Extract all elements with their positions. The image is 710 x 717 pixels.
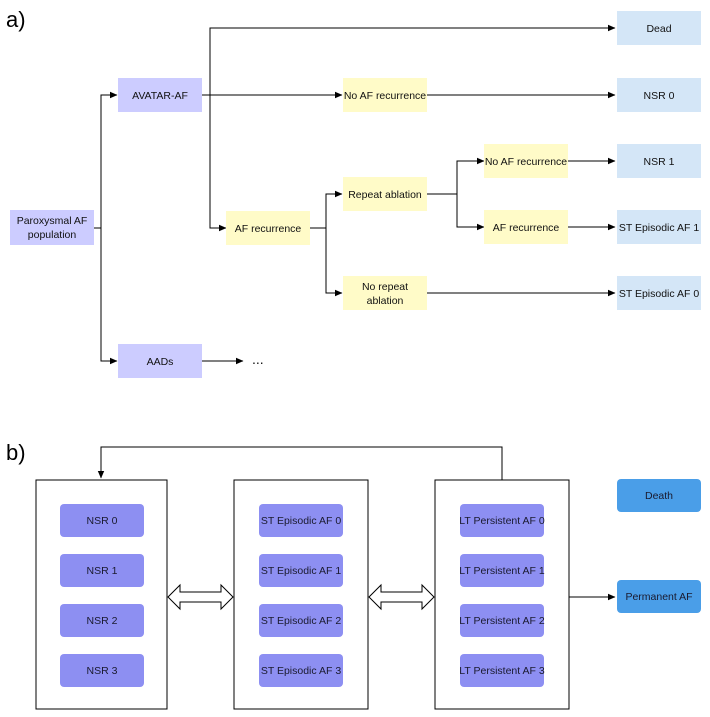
double-arrow-nsr-st	[167, 583, 234, 611]
svg-text:Permanent AF: Permanent AF	[625, 591, 692, 603]
svg-text:Paroxysmal AF: Paroxysmal AF	[17, 215, 88, 227]
svg-text:No repeat: No repeat	[362, 281, 408, 293]
svg-text:AVATAR-AF: AVATAR-AF	[132, 90, 188, 102]
svg-text:NSR 1: NSR 1	[87, 565, 118, 577]
node-af-recurrence-1: AF recurrence	[226, 211, 310, 245]
edge-af-repeat	[310, 190, 343, 229]
svg-text:NSR 1: NSR 1	[644, 156, 675, 168]
double-arrow-st-lt	[368, 583, 435, 611]
state-st-episodic-0: ST Episodic AF 0	[259, 504, 343, 537]
svg-text:No AF recurrence: No AF recurrence	[485, 156, 567, 168]
state-nsr-3: NSR 3	[60, 654, 144, 687]
svg-text:ST Episodic AF 0: ST Episodic AF 0	[619, 288, 700, 300]
svg-text:AF recurrence: AF recurrence	[493, 222, 560, 234]
node-no-af-recurrence-2: No AF recurrence	[484, 144, 568, 178]
node-population: Paroxysmal AF population	[10, 210, 94, 245]
node-nsr0: NSR 0	[617, 78, 701, 112]
svg-text:NSR 3: NSR 3	[87, 665, 118, 677]
svg-text:NSR 2: NSR 2	[87, 615, 118, 627]
svg-text:NSR 0: NSR 0	[644, 90, 675, 102]
state-nsr-0: NSR 0	[60, 504, 144, 537]
state-st-episodic-3: ST Episodic AF 3	[259, 654, 343, 687]
edge-af-no-repeat	[325, 228, 343, 297]
edge-repeat-af	[456, 194, 485, 231]
node-no-af-recurrence-1: No AF recurrence	[343, 78, 427, 112]
edge-population-avatar	[94, 91, 118, 229]
svg-text:ST Episodic AF 2: ST Episodic AF 2	[261, 615, 342, 627]
node-avatar-af: AVATAR-AF	[118, 78, 202, 112]
node-st-episodic-af-0: ST Episodic AF 0	[617, 276, 701, 310]
state-st-episodic-2: ST Episodic AF 2	[259, 604, 343, 637]
state-st-episodic-1: ST Episodic AF 1	[259, 554, 343, 587]
svg-text:ablation: ablation	[367, 295, 404, 307]
state-nsr-2: NSR 2	[60, 604, 144, 637]
node-st-episodic-af-1: ST Episodic AF 1	[617, 210, 701, 244]
edge-population-aads	[100, 228, 118, 365]
svg-text:AADs: AADs	[147, 356, 174, 368]
svg-text:ST Episodic AF 3: ST Episodic AF 3	[261, 665, 342, 677]
svg-text:LT Persistent AF 3: LT Persistent AF 3	[459, 665, 545, 677]
svg-text:LT Persistent AF 0: LT Persistent AF 0	[459, 515, 545, 527]
state-death: Death	[617, 479, 701, 512]
svg-text:AF recurrence: AF recurrence	[235, 223, 302, 235]
edge-repeat-no-af	[427, 157, 485, 195]
node-dead: Dead	[617, 11, 701, 45]
svg-text:ST Episodic AF 1: ST Episodic AF 1	[619, 222, 700, 234]
svg-text:No AF recurrence: No AF recurrence	[344, 90, 426, 102]
svg-text:LT Persistent AF 2: LT Persistent AF 2	[459, 615, 545, 627]
state-lt-persistent-2: LT Persistent AF 2	[459, 604, 545, 637]
node-nsr1: NSR 1	[617, 144, 701, 178]
node-no-repeat-ablation: No repeat ablation	[343, 276, 427, 310]
svg-text:Dead: Dead	[646, 23, 671, 35]
edge-avatar-af-recurrence	[209, 95, 227, 232]
edge-avatar-dead	[209, 24, 616, 95]
svg-text:NSR 0: NSR 0	[87, 515, 118, 527]
svg-text:Death: Death	[645, 490, 673, 502]
svg-text:LT Persistent AF 1: LT Persistent AF 1	[459, 565, 545, 577]
state-lt-persistent-0: LT Persistent AF 0	[459, 504, 545, 537]
edge-feedback-loop	[97, 446, 503, 480]
svg-text:ST Episodic AF 0: ST Episodic AF 0	[261, 515, 342, 527]
panel-b-label: b)	[6, 440, 26, 465]
panel-a-label: a)	[6, 7, 26, 32]
ellipsis-text: ...	[252, 351, 264, 367]
panel-a-edges	[94, 24, 616, 365]
node-repeat-ablation: Repeat ablation	[343, 177, 427, 211]
state-lt-persistent-3: LT Persistent AF 3	[459, 654, 545, 687]
svg-text:ST Episodic AF 1: ST Episodic AF 1	[261, 565, 342, 577]
svg-text:population: population	[28, 229, 77, 241]
node-af-recurrence-2: AF recurrence	[484, 210, 568, 244]
state-lt-persistent-1: LT Persistent AF 1	[459, 554, 545, 587]
svg-text:Repeat ablation: Repeat ablation	[348, 189, 422, 201]
node-aads: AADs	[118, 344, 202, 378]
state-nsr-1: NSR 1	[60, 554, 144, 587]
state-permanent-af: Permanent AF	[617, 580, 701, 613]
